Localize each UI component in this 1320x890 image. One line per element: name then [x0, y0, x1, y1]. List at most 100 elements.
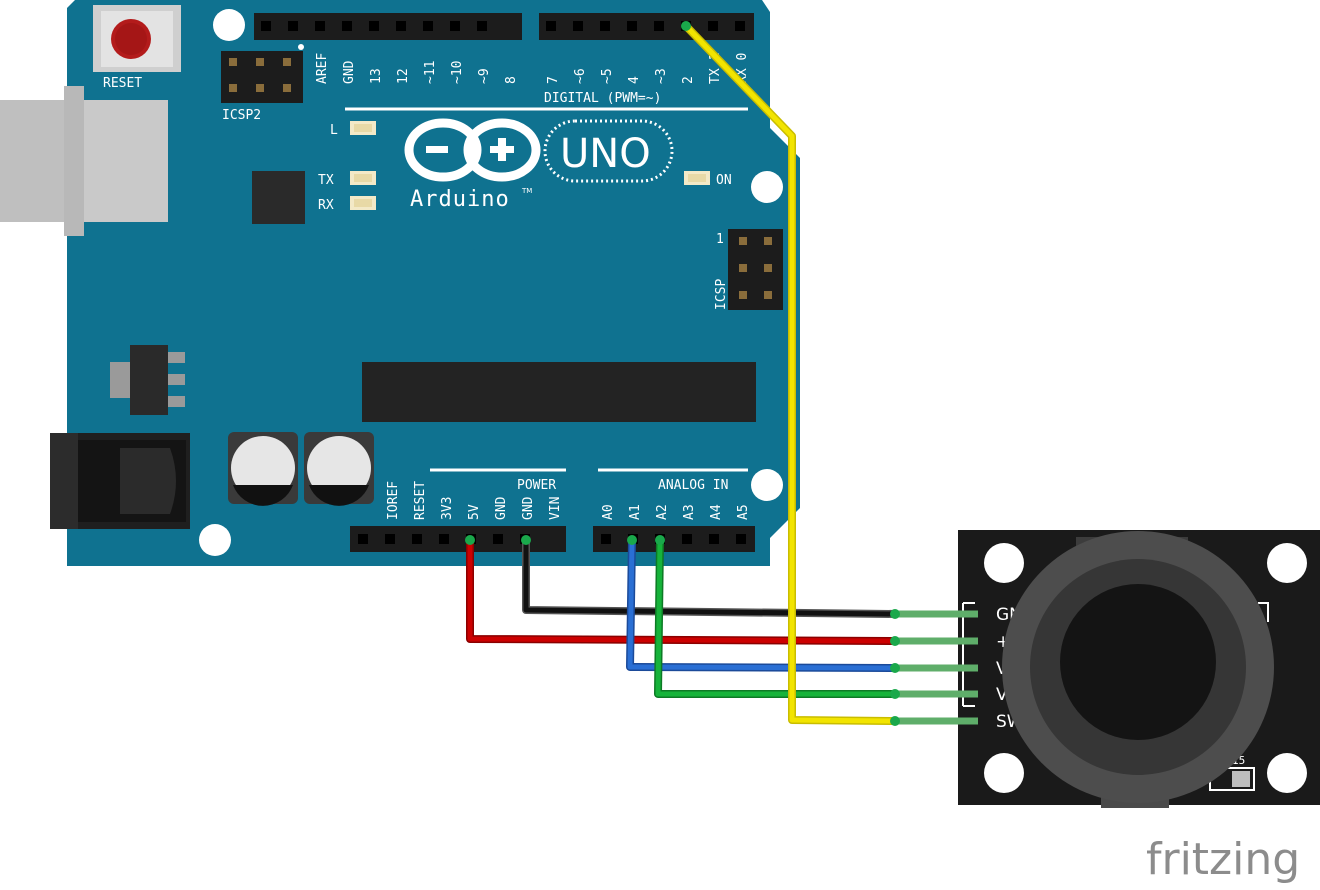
- header-pin[interactable]: [601, 534, 611, 544]
- analog-header: [593, 526, 755, 552]
- wire-end: [890, 636, 900, 646]
- trademark-label: TM: [521, 187, 532, 195]
- pin-label: 2: [681, 76, 696, 84]
- pin-label: GND: [494, 496, 509, 520]
- digital-pin-labels-left: AREF GND 13 12 ~11 ~10 ~9 8: [315, 53, 519, 84]
- pin-label: VIN: [548, 497, 563, 520]
- pin-label: ~5: [600, 68, 615, 84]
- header-pin[interactable]: [450, 21, 460, 31]
- pin-label: GND: [342, 60, 357, 84]
- mounting-hole: [1267, 543, 1307, 583]
- header-pin[interactable]: [493, 534, 503, 544]
- pin-label: IOREF: [386, 481, 401, 520]
- header-pin[interactable]: [261, 21, 271, 31]
- header-pin[interactable]: [423, 21, 433, 31]
- pin-label: 7: [546, 76, 561, 84]
- wire-end: [890, 609, 900, 619]
- pin-label: ~6: [573, 68, 588, 84]
- dc-jack: [50, 433, 190, 529]
- header-pin[interactable]: [546, 21, 556, 31]
- pin-label: 5V: [467, 504, 482, 520]
- icsp-pin1-label: 1: [716, 232, 724, 247]
- mounting-hole: [199, 524, 231, 556]
- pin-label: AREF: [315, 53, 330, 84]
- led-l-label: L: [330, 123, 338, 138]
- microcontroller-chip: [362, 362, 756, 422]
- voltage-regulator: [110, 345, 185, 415]
- pin-label: 4: [627, 76, 642, 84]
- pin-label: RESET: [413, 481, 428, 520]
- mounting-hole: [213, 9, 245, 41]
- power-label: POWER: [517, 478, 556, 493]
- wire-end: [890, 663, 900, 673]
- led-tx: [350, 171, 376, 185]
- pin-label: A3: [682, 504, 697, 520]
- arduino-logo-icon: [404, 118, 541, 182]
- header-pin[interactable]: [709, 534, 719, 544]
- header-pin[interactable]: [573, 21, 583, 31]
- pin-label: 12: [396, 68, 411, 84]
- digital-header-left: [254, 13, 522, 40]
- header-pin[interactable]: [358, 534, 368, 544]
- model-label: UNO: [560, 131, 651, 177]
- header-pin[interactable]: [396, 21, 406, 31]
- uno-badge: [543, 119, 674, 183]
- header-pin[interactable]: [736, 534, 746, 544]
- wire-end: [890, 716, 900, 726]
- icsp2-label: ICSP2: [222, 108, 261, 123]
- header-pin[interactable]: [708, 21, 718, 31]
- brand-label: Arduino: [410, 187, 510, 212]
- board-pcb: [67, 0, 800, 566]
- capacitor: [304, 432, 374, 506]
- mounting-hole: [751, 469, 783, 501]
- pin-label: GND: [521, 496, 536, 520]
- pin-label: A5: [736, 504, 751, 520]
- header-pin[interactable]: [439, 534, 449, 544]
- header-pin[interactable]: [385, 534, 395, 544]
- digital-header-right: [539, 13, 754, 40]
- mounting-hole: [984, 753, 1024, 793]
- header-pin[interactable]: [412, 534, 422, 544]
- reset-button[interactable]: [93, 5, 181, 72]
- led-tx-label: TX: [318, 173, 334, 188]
- wire-5v[interactable]: [467, 540, 896, 644]
- header-pin[interactable]: [369, 21, 379, 31]
- header-pin[interactable]: [315, 21, 325, 31]
- mounting-hole: [984, 543, 1024, 583]
- header-pin[interactable]: [682, 534, 692, 544]
- header-pin[interactable]: [654, 21, 664, 31]
- pin-label: ~10: [450, 61, 465, 84]
- pin-label: 3V3: [440, 497, 455, 520]
- led-on-label: ON: [716, 173, 732, 188]
- mounting-hole: [751, 171, 783, 203]
- led-rx-label: RX: [318, 198, 334, 213]
- reset-label: RESET: [103, 76, 142, 91]
- wire-vry[interactable]: [655, 539, 895, 697]
- pin-label: 13: [369, 68, 384, 84]
- pin-label: ~11: [423, 61, 438, 84]
- wire-vrx[interactable]: [627, 539, 896, 671]
- pin-label: A1: [628, 504, 643, 520]
- joystick-knob-icon[interactable]: [1002, 531, 1274, 803]
- header-pin[interactable]: [342, 21, 352, 31]
- wire-sw[interactable]: [684, 24, 896, 724]
- fritzing-watermark: fritzing: [1146, 834, 1300, 885]
- pin-label: A2: [655, 504, 670, 520]
- led-l: [350, 121, 376, 135]
- pin1-marker: [298, 44, 304, 50]
- wire-gnd[interactable]: [523, 540, 896, 617]
- header-pin[interactable]: [477, 21, 487, 31]
- analog-label: ANALOG IN: [658, 478, 728, 493]
- header-pin[interactable]: [627, 21, 637, 31]
- pin-label: ~9: [477, 68, 492, 84]
- header-pin[interactable]: [600, 21, 610, 31]
- power-header: [350, 526, 566, 552]
- capacitor: [228, 432, 298, 506]
- pin-label: 8: [504, 76, 519, 84]
- digital-label: DIGITAL (PWM=~): [544, 91, 661, 106]
- header-pin[interactable]: [288, 21, 298, 31]
- header-pin[interactable]: [735, 21, 745, 31]
